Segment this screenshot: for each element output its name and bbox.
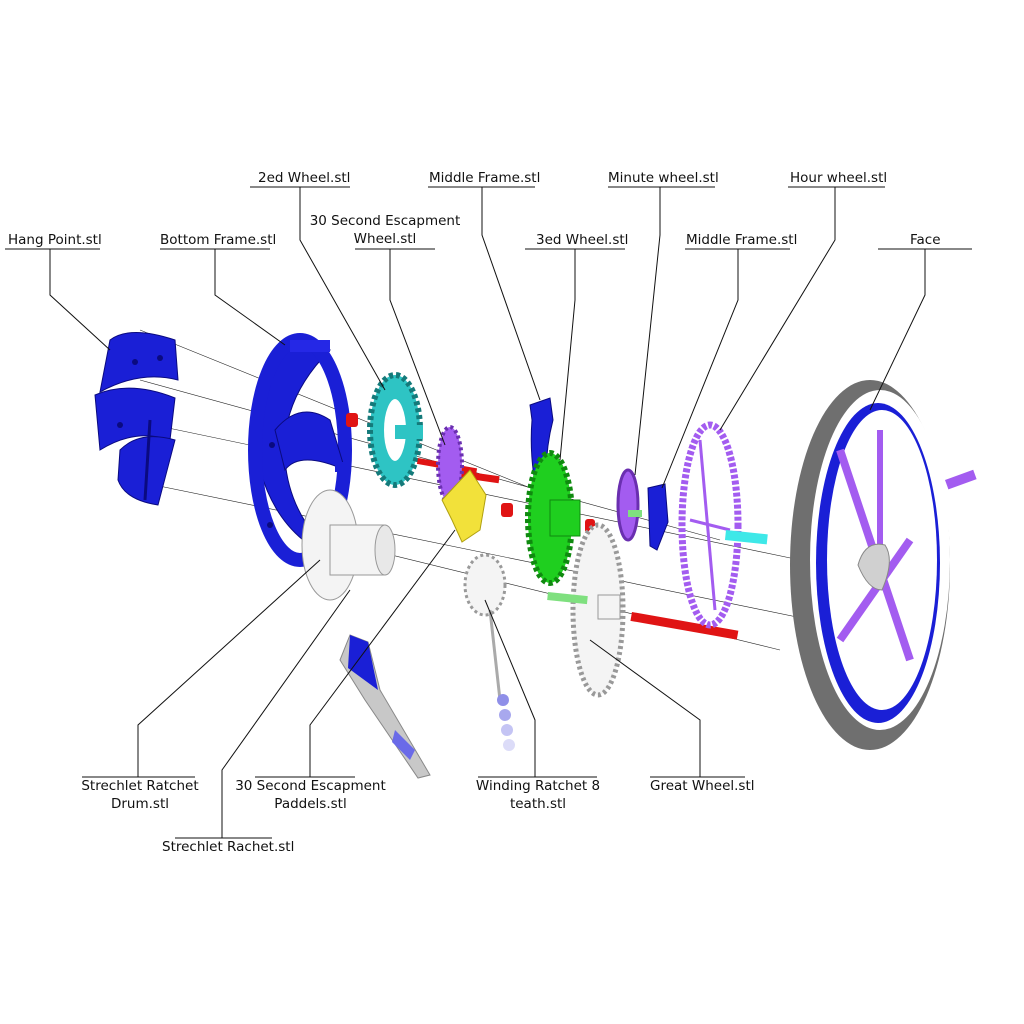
label-second-wheel: 2ed Wheel.stl: [258, 170, 351, 186]
face-part: [790, 380, 977, 750]
label-third-wheel: 3ed Wheel.stl: [536, 232, 629, 248]
label-ratchet-drum-line1: Strechlet Ratchet: [81, 778, 199, 794]
label-face: Face: [910, 232, 941, 248]
leader-lines: [5, 186, 972, 839]
hang-point-part: [94, 332, 179, 506]
label-middle-frame-right: Middle Frame.stl: [686, 232, 798, 248]
hour-wheel-part: [678, 421, 768, 629]
escapement-wheel-part: [436, 425, 464, 505]
yellow-frame-part: [441, 469, 487, 543]
label-paddels-line1: 30 Second Escapment: [235, 778, 386, 794]
third-wheel-part: [525, 450, 581, 586]
red-pins: [346, 413, 739, 640]
label-paddels-line2: Paddels.stl: [274, 796, 347, 812]
label-escapement-wheel-line1: 30 Second Escapment: [309, 213, 461, 229]
escapement-paddels-part: [339, 634, 431, 779]
label-middle-frame-top: Middle Frame.stl: [429, 170, 541, 186]
minute-wheel-part: [616, 468, 642, 542]
label-bottom-frame: Bottom Frame.stl: [160, 232, 277, 248]
great-wheel-part: [547, 522, 626, 698]
label-hour-wheel: Hour wheel.stl: [790, 170, 888, 186]
label-ratchet-drum-line2: Drum.stl: [110, 796, 170, 812]
label-escapement-wheel-line2: Wheel.stl: [353, 231, 417, 247]
label-minute-wheel: Minute wheel.stl: [608, 170, 719, 186]
label-hang-point: Hang Point.stl: [8, 232, 102, 248]
second-wheel-part: [367, 372, 423, 488]
ratchet-drum-part: [301, 489, 396, 601]
label-winding-ratchet-line2: teath.stl: [509, 796, 567, 812]
label-winding-ratchet-line1: Winding Ratchet 8: [475, 778, 601, 794]
label-strechlet-rachet: Strechlet Rachet.stl: [162, 839, 295, 855]
label-great-wheel: Great Wheel.stl: [650, 778, 755, 794]
bottom-frame-part: [248, 333, 352, 567]
winding-ratchet-part: [463, 553, 515, 751]
middle-frame-right-part: [647, 483, 669, 551]
